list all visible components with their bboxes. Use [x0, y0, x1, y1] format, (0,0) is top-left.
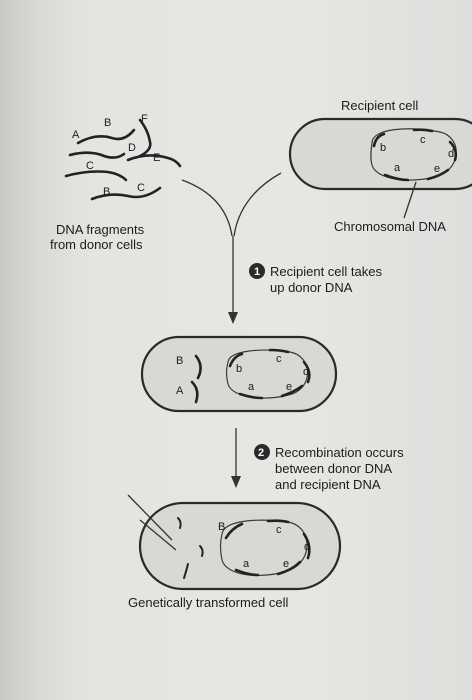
fragment-gene-c2: C — [137, 182, 145, 194]
donor-to-center-line — [181, 179, 233, 237]
step1-label-line1: Recipient cell takes — [270, 264, 382, 279]
degraded-fragment-1 — [177, 517, 182, 529]
recipient-gene-d: d — [448, 148, 454, 160]
fragment-2 — [138, 118, 152, 158]
fragment-3 — [68, 151, 126, 159]
dna-fragments-label-line1: DNA fragments — [56, 222, 145, 237]
transformed-cell: B c d a e — [127, 494, 342, 591]
step1-number-circle — [249, 263, 265, 279]
recipient-cell-label: Recipient cell — [341, 98, 418, 113]
fragment-gene-b: B — [104, 117, 111, 129]
uptake-recipient-segment-3 — [302, 360, 311, 384]
uptake-donor-fragment-1 — [194, 354, 202, 380]
fragment-1 — [76, 128, 136, 145]
recipient-dna-segment-1 — [372, 132, 386, 148]
uptake-gene-d: d — [303, 366, 309, 378]
uptake-recipient-segment-2 — [268, 348, 290, 354]
degraded-dna-strand-1 — [127, 494, 173, 541]
recipient-dna-segment-5 — [426, 168, 450, 181]
uptake-chromosome — [225, 349, 309, 399]
transformed-gene-e: e — [283, 558, 289, 570]
degraded-dna-strand-2 — [139, 519, 177, 551]
fragment-gene-b2: B — [103, 186, 110, 198]
uptake-donor-gene-a: A — [176, 385, 184, 397]
uptake-gene-e: e — [286, 381, 292, 393]
recipient-cell-membrane — [288, 117, 472, 191]
uptake-gene-b: b — [236, 363, 242, 375]
transformed-donor-segment — [224, 522, 244, 540]
uptake-cell-membrane — [140, 335, 338, 413]
chromosomal-dna-pointer — [403, 181, 417, 219]
fragment-4 — [126, 154, 182, 168]
fragment-5 — [64, 170, 128, 182]
fragment-gene-d: D — [128, 142, 136, 154]
step1-label-line2: up donor DNA — [270, 280, 353, 295]
fragment-gene-c: C — [86, 160, 94, 172]
transformed-segment-a — [234, 568, 260, 577]
recipient-cell: b c d a e — [288, 117, 472, 191]
step1-arrow-head — [228, 312, 238, 324]
transformed-segment-e — [276, 560, 302, 576]
uptake-recipient-segment-1 — [228, 352, 244, 368]
transformed-segment-d — [302, 532, 311, 560]
recipient-gene-a: a — [394, 162, 401, 174]
step2-arrow-head — [231, 476, 241, 488]
uptake-gene-a: a — [248, 381, 255, 393]
transformed-gene-b: B — [218, 521, 225, 533]
step2-label-line2: between donor DNA — [275, 461, 392, 476]
recipient-dna-segment-2 — [412, 128, 434, 133]
uptake-gene-c: c — [276, 353, 282, 365]
step2-number: 2 — [258, 447, 264, 459]
transformed-gene-d: d — [304, 541, 310, 553]
degraded-fragment-2 — [183, 563, 189, 579]
recipient-gene-b: b — [380, 142, 386, 154]
transformed-segment-c — [266, 519, 290, 524]
uptake-recipient-segment-5 — [280, 384, 304, 398]
degraded-fragment-3 — [199, 545, 204, 557]
dna-fragments-label-line2: from donor cells — [50, 237, 143, 252]
transformed-gene-a: a — [243, 558, 250, 570]
uptake-recipient-segment-4 — [238, 392, 264, 400]
fragment-6 — [90, 186, 162, 201]
cell-after-uptake: B A b c d a e — [140, 335, 338, 413]
recipient-dna-segment-4 — [383, 173, 410, 182]
recipient-dna-segment-3 — [448, 140, 458, 162]
fragment-gene-e: E — [153, 152, 160, 164]
step1-number: 1 — [254, 266, 260, 278]
transformed-cell-membrane — [138, 501, 342, 591]
recipient-to-center-line — [233, 172, 282, 237]
recipient-gene-e: e — [434, 163, 440, 175]
step2-label-line1: Recombination occurs — [275, 445, 404, 460]
fragment-gene-a: A — [72, 129, 80, 141]
transformed-gene-c: c — [276, 524, 282, 536]
step2-label-line3: and recipient DNA — [275, 477, 381, 492]
uptake-donor-gene-b: B — [176, 355, 183, 367]
dna-fragments: A B F D E C B C — [64, 113, 182, 201]
transformed-cell-label: Genetically transformed cell — [128, 595, 289, 610]
uptake-donor-fragment-2 — [190, 380, 199, 404]
step2-number-circle — [254, 444, 270, 460]
recipient-gene-c: c — [420, 134, 426, 146]
chromosomal-dna-label: Chromosomal DNA — [334, 219, 446, 234]
fragment-gene-f: F — [141, 113, 148, 125]
